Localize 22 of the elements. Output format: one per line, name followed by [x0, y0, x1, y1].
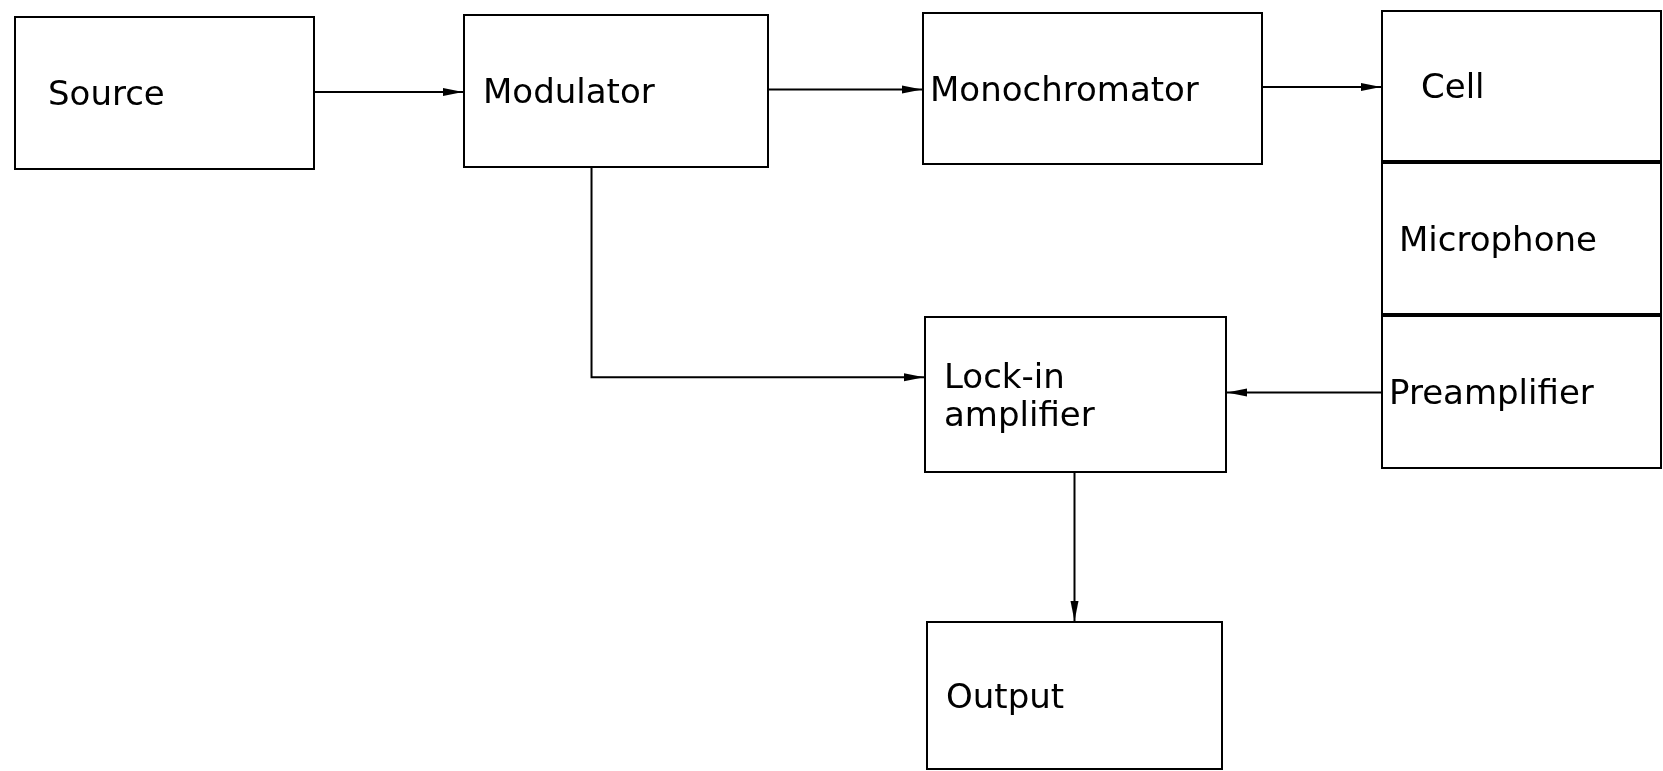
box-label: Modulator — [483, 72, 656, 110]
process-box — [1381, 315, 1662, 469]
process-box — [926, 621, 1223, 770]
process-box — [924, 316, 1227, 473]
arrow — [768, 85, 923, 94]
box-label: Output — [946, 676, 1066, 715]
process-box — [922, 12, 1263, 165]
arrow — [1262, 83, 1382, 91]
box-label: Lock-in amplifier — [944, 356, 1096, 433]
arrow — [314, 88, 464, 96]
box-label: Microphone — [1399, 219, 1598, 258]
arrow — [590, 167, 925, 382]
box-label: Source — [48, 74, 166, 112]
process-box — [14, 16, 315, 170]
process-box — [1381, 10, 1662, 162]
process-box — [463, 14, 769, 168]
process-box — [1381, 162, 1662, 315]
box-label: Preamplifier — [1389, 373, 1595, 411]
box-label: Monochromator — [930, 69, 1200, 108]
box-label: Cell — [1421, 67, 1486, 105]
arrow — [1226, 388, 1382, 397]
arrow — [1070, 472, 1079, 622]
